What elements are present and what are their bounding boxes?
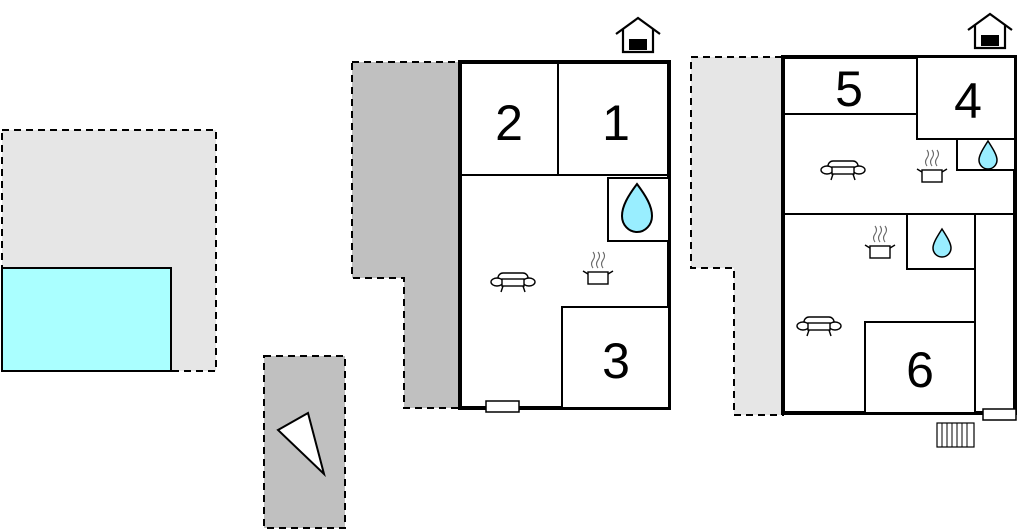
room-label-3: 3 xyxy=(602,333,630,389)
stairs-icon xyxy=(936,422,975,448)
water-drop-icon xyxy=(978,139,998,170)
parking-triangle-icon xyxy=(276,411,326,478)
water-drop-icon xyxy=(932,227,952,258)
room-label-6: 6 xyxy=(906,342,934,398)
entrance-step-icon xyxy=(485,400,520,413)
room-label-4: 4 xyxy=(954,73,982,129)
room-label-5: 5 xyxy=(835,61,863,117)
swimming-pool xyxy=(1,267,172,372)
building-a: 2 1 3 xyxy=(458,16,671,413)
terrace-b xyxy=(690,56,784,416)
room-label-2: 2 xyxy=(495,95,523,151)
terrace-a xyxy=(351,61,461,409)
building-b: 5 4 6 xyxy=(781,12,1017,448)
house-icon xyxy=(614,16,662,54)
entrance-step-icon xyxy=(982,408,1017,421)
water-drop-icon xyxy=(620,182,654,233)
room-label-1: 1 xyxy=(602,95,630,151)
house-icon xyxy=(966,12,1014,50)
